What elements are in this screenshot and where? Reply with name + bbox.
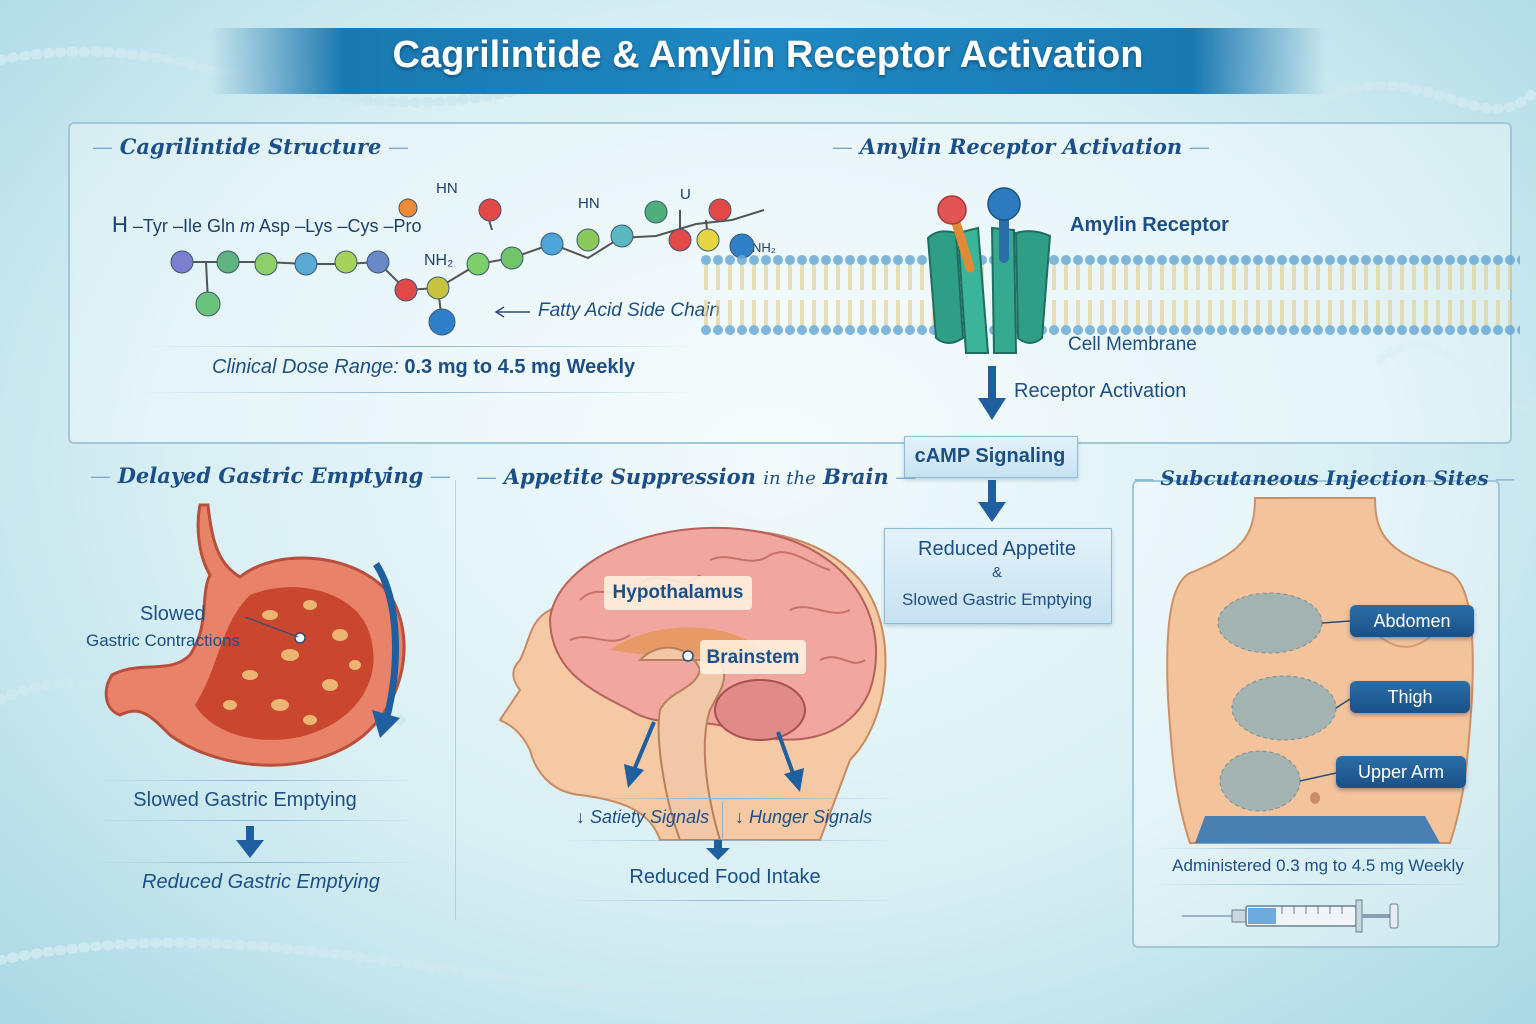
fatty-acid-label: Fatty Acid Side Chain — [538, 300, 720, 321]
injection-dose-note: Administered 0.3 mg to 4.5 mg Weekly — [1172, 856, 1464, 875]
divider-gastric-2 — [90, 820, 420, 821]
cell-membrane-graphic — [700, 250, 1520, 340]
hunger-signals: ↓ Hunger Signals — [735, 807, 873, 827]
satiety-arrow-icon — [624, 721, 656, 788]
activation-arrow-icon — [978, 366, 1006, 420]
label-u: U — [680, 186, 691, 203]
injection-title: — Subcutaneous Injection Sites — — [1134, 466, 1515, 490]
residue-cys: Cys — [347, 216, 379, 236]
dose-value: 0.3 mg to 4.5 mg Weekly — [404, 356, 636, 378]
gastric-title: — Delayed Gastric Emptying — — [90, 463, 452, 488]
receptor-title: — Amylin Receptor Activation — — [832, 134, 1210, 159]
food-intake-arrow-icon — [706, 840, 730, 860]
residue-ile: Ile — [182, 216, 202, 236]
torso-illustration — [1166, 497, 1474, 844]
label-hn-2: HN — [578, 195, 600, 212]
page-title: Cagrilintide & Amylin Receptor Activatio… — [392, 34, 1144, 76]
site-upper-arm: Upper Arm — [1336, 756, 1466, 788]
label-nh2-1: NH₂ — [424, 252, 454, 269]
fatty-acid-arrow — [494, 306, 530, 318]
brainstem-box — [700, 640, 806, 674]
divider-injection-1 — [1150, 848, 1480, 849]
camp-signaling-label: cAMP Signaling — [914, 445, 1066, 467]
residue-tyr: Tyr — [142, 216, 168, 236]
residue-gln: Gln — [206, 216, 235, 236]
camp-arrow-icon — [978, 480, 1006, 522]
signals-divider — [722, 802, 723, 838]
stomach-illustration — [104, 503, 406, 767]
site-thigh: Thigh — [1350, 681, 1470, 713]
site-abdomen: Abdomen — [1350, 605, 1474, 637]
dose-range: Clinical Dose Range: 0.3 mg to 4.5 mg We… — [212, 356, 635, 379]
residue-asp: Asp — [259, 216, 291, 236]
gastric-panel-divider — [455, 480, 456, 920]
divider-brain-2 — [560, 840, 900, 841]
amylin-receptor-graphic — [926, 187, 1052, 354]
residue-lys: Lys — [305, 216, 333, 236]
divider-gastric-3 — [90, 862, 420, 863]
divider-brain-1 — [560, 798, 900, 799]
peptide-sequence: H –Tyr –Ile Gln m Asp –Lys –Cys –Pro — [112, 212, 422, 237]
divider-gastric-1 — [90, 780, 420, 781]
brainstem-label: Brainstem — [706, 647, 800, 668]
residue-pro: Pro — [393, 216, 422, 236]
outcome-slowed-gastric: Slowed Gastric Emptying — [902, 590, 1092, 609]
slowed-gastric-emptying: Slowed Gastric Emptying — [133, 789, 357, 811]
receptor-activation-label: Receptor Activation — [1014, 380, 1187, 402]
brain-title: — Appetite Suppression in the Brain — — [476, 464, 917, 489]
divider-dose-bottom — [140, 392, 700, 393]
reduced-food-intake: Reduced Food Intake — [629, 866, 821, 888]
divider-brain-3 — [560, 900, 900, 901]
structure-title: — Cagrilintide Structure — — [92, 134, 410, 159]
camp-signaling-box — [904, 436, 1078, 478]
label-hn-1: HN — [436, 180, 458, 197]
divider-dose-top — [140, 346, 700, 347]
molecule-graphic — [170, 198, 765, 336]
dose-label: Clinical Dose Range: — [212, 356, 399, 378]
outcome-reduced-appetite: Reduced Appetite — [918, 538, 1076, 560]
slowed-label: Slowed — [140, 603, 206, 625]
gastric-contractions-label: Gastric Contractions — [86, 631, 240, 650]
amylin-receptor-label: Amylin Receptor — [1070, 214, 1229, 236]
cell-membrane-label: Cell Membrane — [1068, 334, 1197, 355]
reduced-gastric-emptying: Reduced Gastric Emptying — [142, 871, 380, 893]
down-arrow-icon: ↓ — [735, 807, 744, 827]
gastric-flow-arrow-icon — [372, 562, 400, 738]
outcome-ampersand: & — [991, 564, 1002, 581]
divider-injection-2 — [1150, 884, 1480, 885]
outcome-box — [884, 528, 1112, 624]
syringe-icon — [1182, 899, 1399, 933]
hypothalamus-label: Hypothalamus — [612, 582, 744, 603]
hypothalamus-box — [604, 576, 752, 610]
head-brain-illustration — [498, 526, 887, 841]
hunger-arrow-icon — [776, 731, 804, 792]
residue-m: m — [240, 216, 256, 236]
residue-h: H — [112, 212, 128, 237]
gastric-down-arrow-icon — [236, 826, 264, 858]
satiety-signals: ↓ Satiety Signals — [576, 807, 710, 827]
down-arrow-icon: ↓ — [576, 807, 585, 827]
title-banner — [210, 28, 1326, 94]
